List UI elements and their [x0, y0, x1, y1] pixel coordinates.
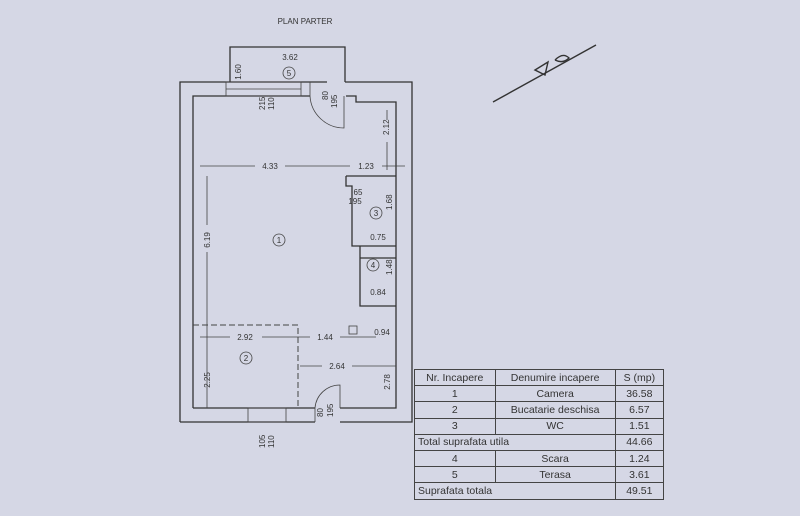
- svg-text:3: 3: [374, 209, 379, 218]
- svg-text:195: 195: [348, 197, 362, 206]
- inner-wall: [192, 95, 397, 409]
- svg-text:110: 110: [267, 97, 276, 110]
- svg-text:65: 65: [354, 188, 363, 197]
- door-bottom: [314, 384, 341, 422]
- dimension-labels: 3.62 1.60 215 110 80 195 2.12 4.33 1.23 …: [203, 53, 394, 448]
- svg-text:1.23: 1.23: [358, 162, 374, 171]
- svg-text:2: 2: [244, 354, 249, 363]
- kitchen-boundary: [193, 324, 299, 408]
- svg-text:105: 105: [258, 434, 267, 448]
- column-marker: [348, 325, 358, 335]
- svg-text:195: 195: [326, 403, 335, 417]
- svg-text:215: 215: [258, 96, 267, 110]
- window-bottom: [247, 407, 287, 423]
- svg-text:1: 1: [277, 236, 282, 245]
- svg-text:2.78: 2.78: [383, 374, 392, 390]
- svg-text:1.48: 1.48: [385, 259, 394, 275]
- outer-wall: [179, 81, 413, 423]
- svg-text:2.92: 2.92: [237, 333, 253, 342]
- svg-text:0.94: 0.94: [374, 328, 390, 337]
- svg-text:80: 80: [316, 408, 325, 417]
- svg-text:5: 5: [287, 69, 292, 78]
- svg-text:80: 80: [321, 91, 330, 100]
- svg-text:1.60: 1.60: [234, 64, 243, 80]
- door-top: [309, 82, 345, 129]
- svg-text:2.25: 2.25: [203, 372, 212, 388]
- svg-text:6.19: 6.19: [203, 232, 212, 248]
- wc-stair-walls: [345, 175, 396, 307]
- room-markers: 5 1 2 3 4: [239, 66, 380, 365]
- svg-text:2.64: 2.64: [329, 362, 345, 371]
- svg-text:4.33: 4.33: [262, 162, 278, 171]
- svg-text:110: 110: [267, 435, 276, 448]
- svg-text:195: 195: [330, 94, 339, 108]
- svg-text:2.12: 2.12: [382, 119, 391, 135]
- svg-text:0.84: 0.84: [370, 288, 386, 297]
- svg-text:1.68: 1.68: [385, 194, 394, 210]
- svg-text:4: 4: [371, 261, 376, 270]
- svg-text:0.75: 0.75: [370, 233, 386, 242]
- north-arrow-icon: [492, 44, 597, 103]
- terrace-outline: [229, 46, 346, 82]
- plan-title: PLAN PARTER: [278, 17, 333, 26]
- svg-text:3.62: 3.62: [282, 53, 298, 62]
- svg-text:1.44: 1.44: [317, 333, 333, 342]
